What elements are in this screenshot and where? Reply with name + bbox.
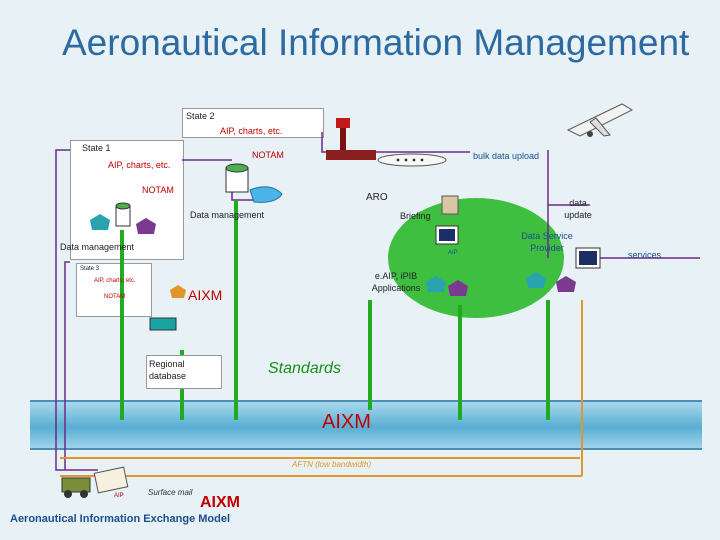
regional-database-label: Regional database	[146, 355, 222, 389]
state1-notam: NOTAM	[142, 185, 174, 195]
page-title: Aeronautical Information Management	[62, 22, 690, 63]
link-lines	[55, 132, 700, 471]
database-icon	[115, 163, 249, 227]
user-figures-icon	[90, 214, 576, 298]
aip-mail-label: AIP	[114, 493, 124, 499]
state3-aip: AIP, charts, etc.	[94, 278, 136, 284]
state2-name: State 2	[186, 111, 215, 121]
state3-name: State 3	[80, 266, 100, 272]
state1-name: State 1	[82, 143, 111, 153]
eaip-label: e.AIP, iPIB Applications	[371, 271, 421, 293]
briefing-label: Briefing	[400, 211, 431, 221]
aip-small-label: AIP	[448, 250, 458, 256]
bulk-upload-label: bulk data upload	[473, 151, 540, 161]
services-label: services	[628, 250, 662, 260]
aro-label: ARO	[366, 192, 388, 203]
computer-icon	[149, 225, 601, 331]
state3-box	[76, 263, 152, 317]
state2-box	[182, 108, 324, 138]
aixm-band-label: AIXM	[322, 411, 371, 433]
state2-notam: NOTAM	[252, 150, 284, 160]
aixm-mid-label: AIXM	[188, 287, 223, 303]
document-stack-icon	[93, 466, 129, 494]
truck-icon	[61, 477, 91, 498]
flow-arrows	[120, 200, 550, 420]
state2-data-management: Data management	[60, 242, 135, 252]
state1-box	[70, 140, 184, 260]
dsp-label: Data Service Provider	[521, 231, 573, 253]
state3-notam: NOTAM	[104, 294, 126, 300]
aixm-model-caption: Aeronautical Information Exchange Model	[10, 513, 231, 525]
state2-aip: AIP, charts, etc.	[220, 126, 283, 136]
parked-plane-icon	[377, 153, 447, 167]
briefing-book-icon	[441, 195, 459, 215]
aixm-band	[30, 400, 702, 450]
data-blob-icon	[249, 186, 283, 203]
aftn-label: AFTN (low bandwidth)	[292, 460, 372, 469]
airplane-icon	[566, 103, 634, 137]
state1-data-management: Data management	[190, 210, 265, 220]
surface-mail-label: Surface mail	[148, 488, 193, 497]
data-update-label: data update	[564, 198, 592, 220]
state1-aip: AIP, charts, etc.	[108, 160, 171, 170]
control-tower-icon	[326, 118, 376, 160]
aixm-logo: AIXM	[200, 494, 240, 511]
standards-label: Standards	[268, 360, 341, 377]
